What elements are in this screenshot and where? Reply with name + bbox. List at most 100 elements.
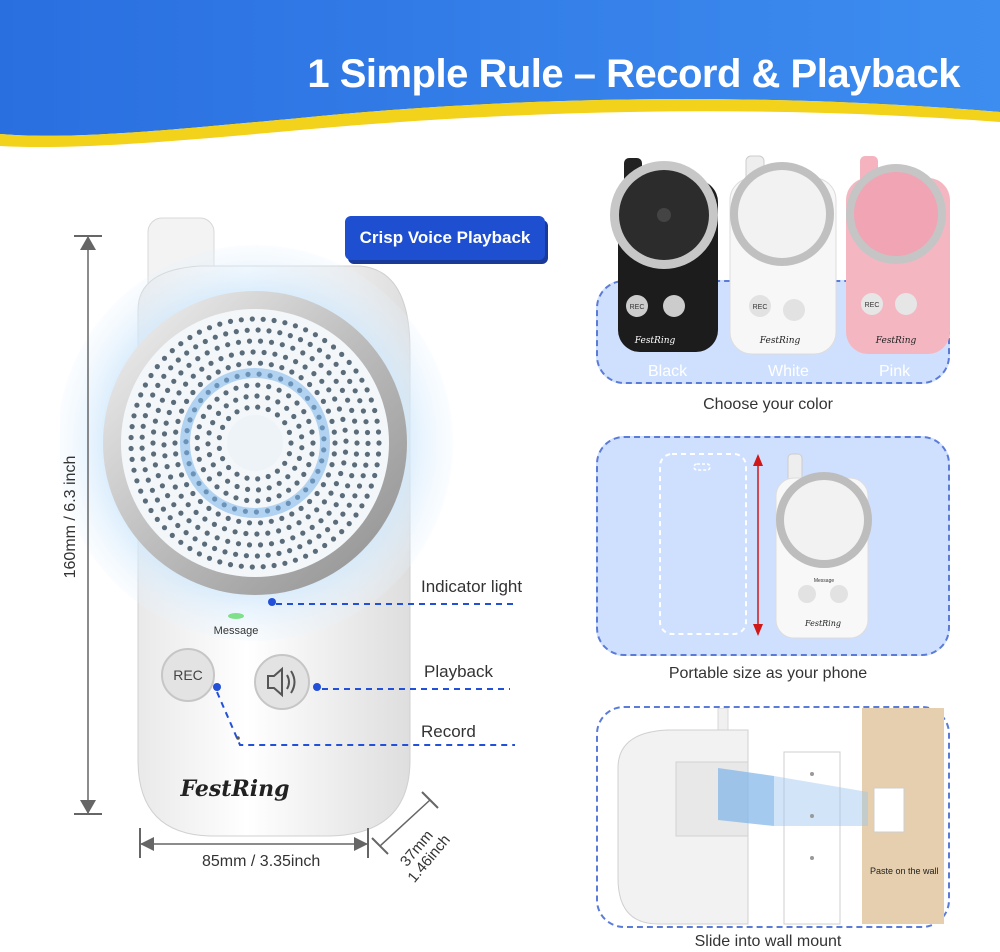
color-option-black[interactable]: Black: [648, 363, 688, 380]
speaker-hole: [161, 525, 168, 531]
speaker-hole: [216, 445, 222, 451]
speaker-hole: [243, 553, 249, 559]
speaker-hole: [206, 375, 212, 381]
indicator-light-label: Indicator light: [421, 577, 523, 596]
speaker-hole: [152, 418, 158, 424]
speaker-hole: [187, 334, 193, 341]
speaker-hole: [294, 400, 300, 406]
speaker-hole: [150, 440, 156, 446]
speaker-hole: [194, 434, 200, 441]
speaker-hole: [238, 317, 244, 323]
speaker-hole: [279, 538, 285, 544]
speaker-hole: [142, 498, 148, 504]
speaker-hole: [255, 498, 261, 504]
speaker-hole: [175, 357, 181, 363]
color-option-pink[interactable]: Pink: [879, 363, 911, 380]
speaker-hole: [202, 516, 208, 522]
speaker-hole: [296, 455, 302, 461]
speaker-hole: [286, 451, 292, 457]
speaker-hole: [363, 462, 369, 468]
speaker-hole: [326, 510, 332, 516]
speaker-hole: [210, 420, 216, 426]
speaker-hole: [340, 369, 346, 376]
speaker-hole: [266, 496, 272, 502]
speaker-hole: [148, 507, 154, 514]
speaker-hole: [154, 516, 160, 522]
speaker-hole: [214, 484, 220, 490]
speaker-hole: [165, 387, 171, 393]
speaker-hole: [331, 429, 337, 435]
speaker-hole: [164, 464, 170, 470]
speaker-hole: [193, 509, 199, 515]
speaker-hole: [167, 515, 173, 521]
speaker-hole: [339, 387, 345, 393]
speaker-hole: [138, 392, 144, 398]
sound-wave-ring: [180, 368, 330, 518]
speaker-hole: [320, 398, 326, 404]
speaker-hole: [376, 440, 382, 446]
color-option-white[interactable]: White: [768, 363, 809, 380]
speaker-hole: [184, 350, 190, 356]
rec-button-label: REC: [173, 667, 203, 683]
color-variants-illustration: REC FestRing REC FestRing REC FestRing: [610, 155, 950, 355]
speaker-hole: [342, 449, 349, 455]
speaker-hole: [333, 481, 339, 487]
speaker-hole: [244, 383, 250, 389]
header-background: [0, 0, 1000, 148]
feature-badge: Crisp Voice Playback: [345, 216, 545, 260]
speaker-hole: [179, 472, 185, 478]
record-label: Record: [421, 722, 476, 741]
speaker-hole: [291, 413, 297, 420]
speaker-hole: [316, 347, 323, 353]
speaker-hole: [197, 381, 203, 388]
speaker-hole: [374, 418, 380, 424]
speaker-hole: [300, 530, 306, 536]
speaker-hole: [243, 394, 249, 400]
rec-button[interactable]: [161, 648, 215, 702]
speaker-hole: [178, 539, 184, 545]
speaker-hole: [300, 350, 306, 356]
speaker-hole: [196, 456, 202, 462]
speaker-hole: [271, 562, 277, 569]
size-comparison-panel: [596, 436, 950, 656]
speaker-hole: [290, 535, 296, 541]
speaker-hole: [359, 503, 365, 509]
speaker-hole: [216, 435, 222, 441]
speaker-hole: [257, 360, 264, 366]
speaker-hole: [155, 407, 161, 413]
speaker-hole: [176, 390, 182, 396]
speaker-hole: [154, 497, 160, 503]
speaker-hole: [271, 317, 277, 324]
speaker-hole: [142, 382, 148, 388]
speaker-hole: [266, 485, 272, 491]
speaker-hole: [352, 493, 358, 499]
svg-text:REC: REC: [630, 304, 645, 311]
speaker-hole: [307, 381, 313, 388]
speaker-hole: [195, 356, 201, 362]
speaker-hole: [211, 521, 217, 527]
speaker-hole: [301, 471, 307, 477]
speaker-hole: [186, 362, 192, 368]
speaker-hole: [128, 445, 134, 452]
speaker-hole: [129, 456, 135, 462]
speaker-hole: [333, 519, 339, 525]
speaker-hole: [333, 378, 339, 384]
speaker-hole: [343, 438, 349, 444]
speaker-hole: [341, 460, 347, 466]
speaker-center: [227, 415, 283, 471]
speaker-hole: [339, 493, 345, 499]
speaker-hole: [297, 544, 303, 550]
speaker-hole: [266, 328, 272, 334]
speaker-hole: [312, 332, 318, 338]
record-callout-dot: [213, 683, 221, 691]
speaker-hole: [364, 493, 370, 499]
speaker-hole: [284, 405, 290, 411]
speaker-hole: [232, 529, 238, 535]
speaker-hole: [354, 440, 360, 446]
speaker-hole: [227, 318, 234, 324]
speaker-hole: [223, 390, 229, 396]
speaker-hole: [155, 473, 161, 479]
speaker-hole: [349, 407, 355, 413]
speaker-hole: [303, 327, 309, 333]
speaker-hole: [202, 541, 208, 547]
